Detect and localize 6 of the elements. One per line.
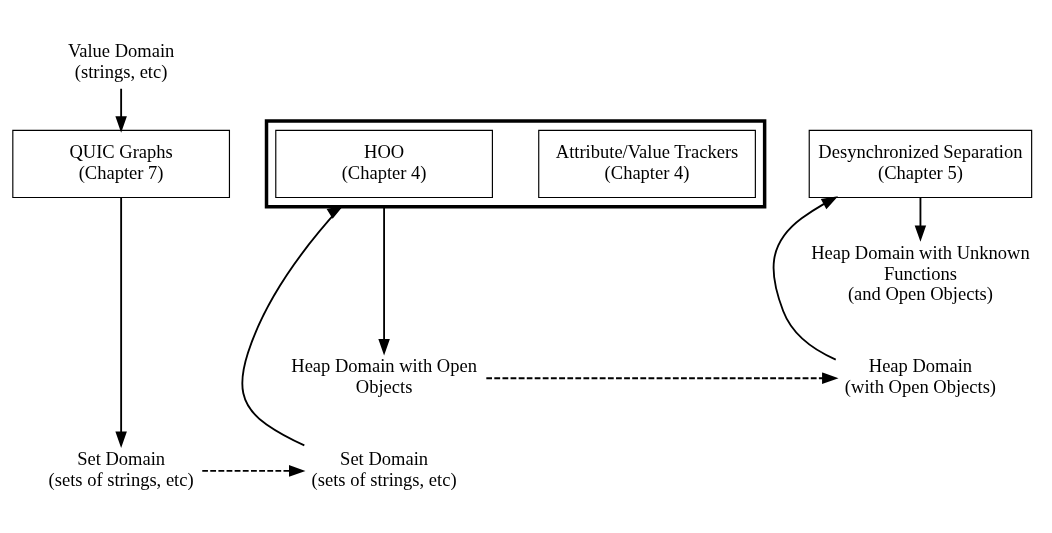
node-text: Value Domain (strings, etc) [67,39,175,82]
node-text: Set Domain (sets of strings, etc) [311,447,457,490]
node-text: Heap Domain with Unknown Functions (and Open Objects) [811,241,1030,304]
node-text: Set Domain (sets of strings, etc) [48,447,194,490]
node-text: Heap Domain with Open Objects [291,354,477,397]
node-text: Heap Domain (with Open Objects) [844,354,997,397]
